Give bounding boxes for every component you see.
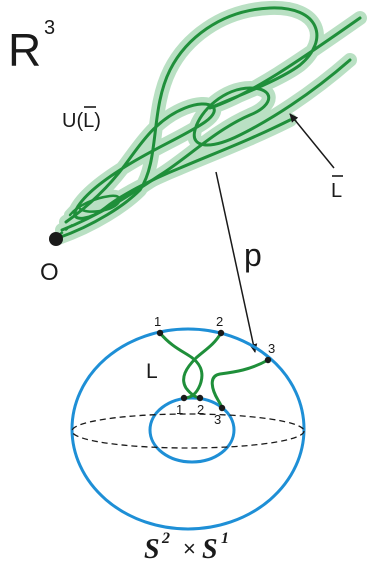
knot-label: L bbox=[146, 360, 158, 383]
outer-points: 1 2 3 bbox=[154, 314, 275, 364]
inner-point-2-label: 2 bbox=[197, 402, 204, 417]
tangled-curve bbox=[55, 6, 362, 240]
inner-point-1-label: 1 bbox=[176, 402, 183, 417]
inner-point-1 bbox=[180, 394, 188, 402]
fiber-label: S bbox=[202, 534, 218, 565]
curve-loop-inner bbox=[64, 102, 292, 224]
outer-point-1 bbox=[156, 329, 164, 337]
curve-loop-small bbox=[68, 194, 121, 217]
curve-pointer-line bbox=[289, 113, 335, 169]
origin-point bbox=[49, 232, 63, 246]
base-space-caption: S 2 × S 1 bbox=[144, 530, 229, 565]
times-symbol: × bbox=[183, 536, 196, 561]
inner-point-2 bbox=[196, 394, 204, 402]
origin-label: O bbox=[40, 259, 59, 286]
outer-point-3 bbox=[264, 356, 272, 364]
inner-point-3-label: 3 bbox=[214, 412, 221, 427]
knot-strand-3 bbox=[210, 358, 270, 410]
outer-point-2-label: 2 bbox=[216, 314, 223, 329]
knot-strand-1 bbox=[158, 331, 204, 400]
fiber-exponent: 1 bbox=[221, 530, 229, 547]
curve-label: L bbox=[331, 180, 342, 202]
outer-point-1-label: 1 bbox=[154, 314, 161, 329]
projection-arrow bbox=[215, 171, 258, 353]
neighborhood-label: U(L) bbox=[62, 110, 101, 132]
base-label: S bbox=[144, 534, 160, 565]
inner-point-3 bbox=[218, 404, 226, 412]
torus bbox=[70, 327, 306, 531]
inner-points: 1 2 3 bbox=[176, 394, 226, 427]
projection-label: p bbox=[244, 237, 262, 273]
outer-point-3-label: 3 bbox=[268, 341, 275, 356]
outer-point-2 bbox=[217, 329, 225, 337]
space-superscript: 3 bbox=[44, 17, 55, 39]
knot-strand-2 bbox=[182, 331, 223, 400]
equator-dashed bbox=[71, 413, 305, 449]
space-label: R bbox=[8, 24, 41, 76]
torus-inner-boundary bbox=[148, 396, 236, 464]
base-exponent: 2 bbox=[161, 530, 170, 547]
